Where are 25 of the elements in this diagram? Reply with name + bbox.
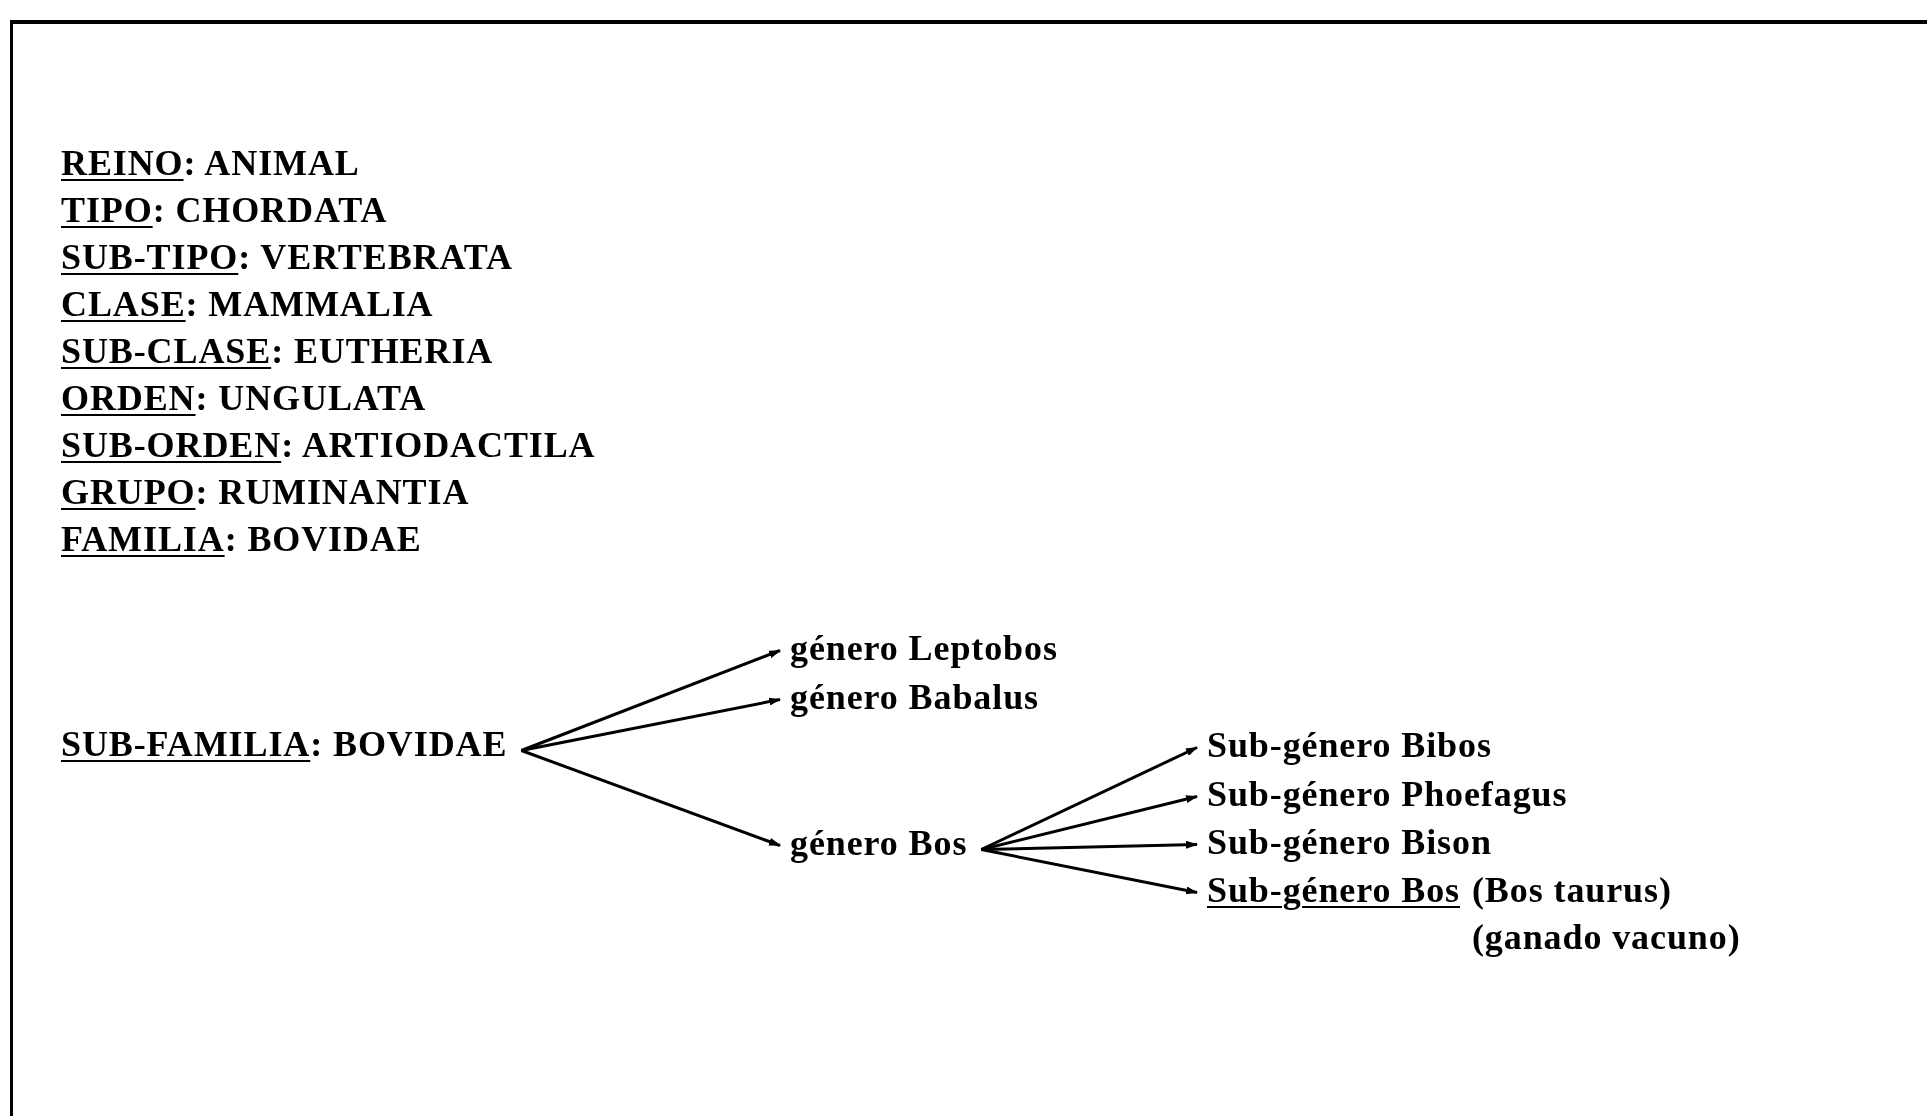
- arrow: [981, 840, 1198, 851]
- taxon-text: Sub-género Bison: [1207, 821, 1492, 864]
- arrow: [980, 746, 1198, 851]
- taxonomy-rank-text: GRUPO: RUMINANTIA: [61, 471, 471, 514]
- taxon-text: Sub-género Phoefagus: [1207, 773, 1568, 816]
- arrow: [981, 848, 1198, 895]
- taxon-text: Sub-género Bos: [1207, 869, 1460, 912]
- taxon-text: Sub-género Bibos: [1207, 724, 1492, 767]
- taxonomy-rank-text: SUB-TIPO: VERTEBRATA: [61, 236, 514, 279]
- taxonomy-rank-text: ORDEN: UNGULATA: [61, 377, 428, 420]
- taxon-text: género Leptobos: [790, 627, 1058, 670]
- taxonomy-rank-text: CLASE: MAMMALIA: [61, 283, 435, 326]
- taxonomy-rank-text: FAMILIA: BOVIDAE: [61, 518, 423, 561]
- arrow: [980, 795, 1198, 851]
- taxon-text: género Bos: [790, 822, 968, 865]
- taxon-text: SUB-FAMILIA: BOVIDAE: [61, 723, 508, 766]
- arrow: [520, 649, 781, 752]
- taxonomy-rank-text: REINO: ANIMAL: [61, 142, 361, 185]
- taxon-text: género Babalus: [790, 676, 1039, 719]
- arrow: [521, 697, 781, 752]
- arrow: [520, 749, 781, 847]
- taxonomy-rank-text: SUB-CLASE: EUTHERIA: [61, 330, 495, 373]
- taxonomy-rank-text: TIPO: CHORDATA: [61, 189, 389, 232]
- taxon-text: (Bos taurus) (ganado vacuno): [1472, 869, 1742, 959]
- taxonomy-rank-text: SUB-ORDEN: ARTIODACTILA: [61, 424, 596, 467]
